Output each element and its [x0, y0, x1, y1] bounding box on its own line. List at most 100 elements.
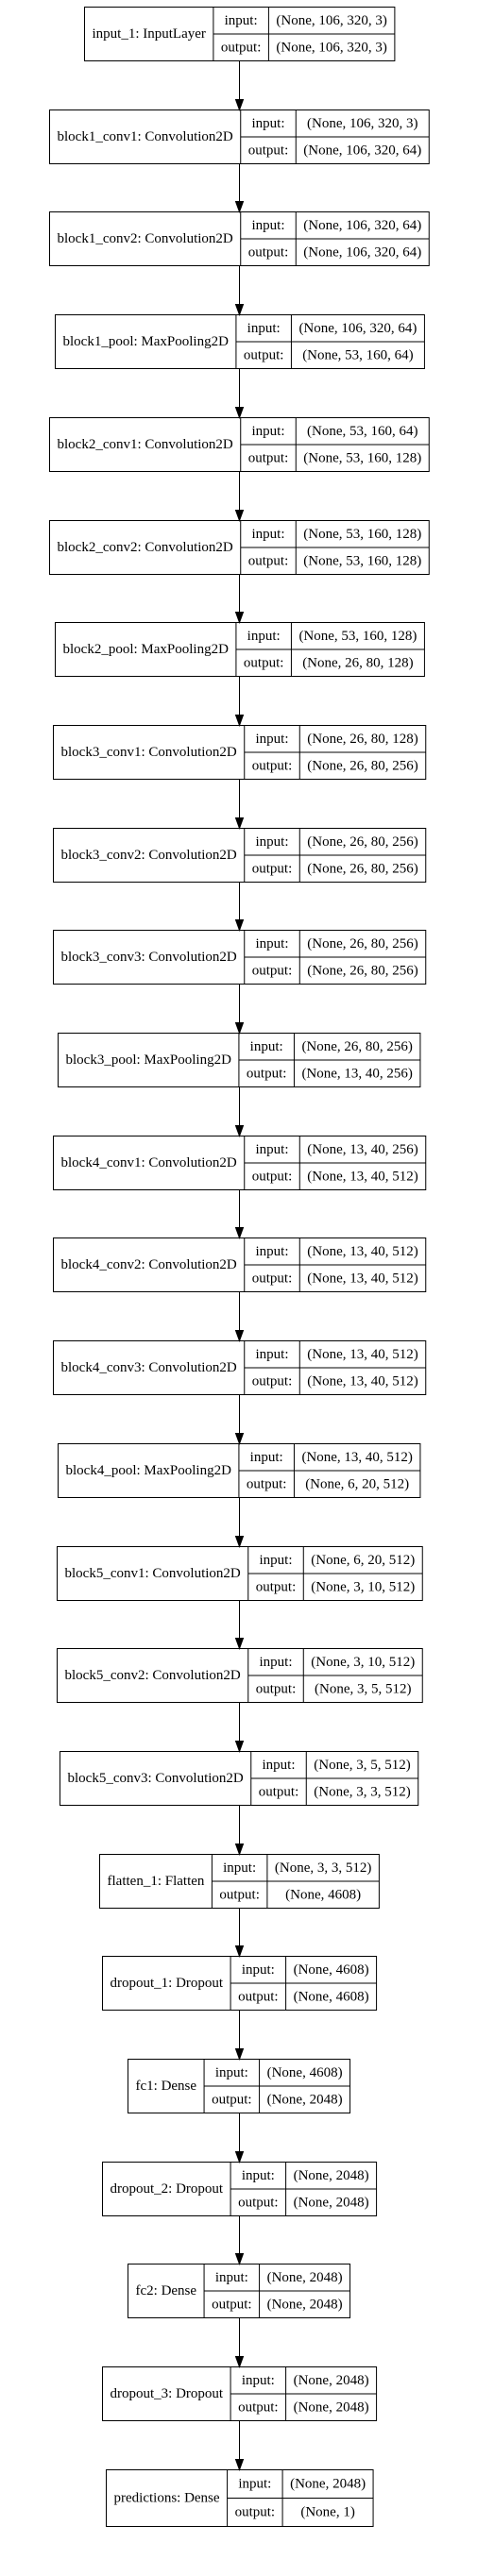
input-shape: (None, 6, 20, 512) [311, 1553, 415, 1568]
output-shape: (None, 2048) [267, 2297, 343, 2312]
arrow-head-icon [234, 201, 245, 213]
output-label: output: [219, 1887, 260, 1902]
input-shape: (None, 106, 320, 64) [303, 218, 421, 233]
output-shape: (None, 2048) [294, 2399, 369, 2415]
arrow-head-icon [234, 1844, 245, 1856]
connection-arrow [234, 1702, 245, 1753]
arrow-head-icon [234, 2151, 245, 2164]
arrow-head-icon [234, 407, 245, 419]
layer-name: predictions: Dense [114, 2491, 220, 2506]
input-label: input: [252, 527, 285, 542]
output-label: output: [256, 1579, 297, 1594]
connection-arrow [234, 265, 245, 316]
layer-node: block2_conv1: Convolution2Dinput:output:… [49, 417, 430, 472]
input-label: input: [256, 1142, 289, 1157]
input-label: input: [242, 2373, 275, 2388]
connection-arrow [234, 1497, 245, 1548]
input-label: input: [263, 1758, 296, 1773]
input-shape: (None, 53, 160, 128) [298, 629, 417, 644]
arrow-head-icon [234, 1638, 245, 1650]
input-shape: (None, 4608) [267, 2065, 343, 2080]
connection-arrow [234, 368, 245, 419]
input-label: input: [215, 2065, 248, 2080]
input-shape: (None, 13, 40, 512) [307, 1347, 417, 1362]
output-label: output: [252, 1169, 293, 1184]
input-label: input: [260, 1655, 293, 1670]
layer-name: block2_conv1: Convolution2D [58, 437, 233, 452]
input-shape: (None, 106, 320, 3) [307, 116, 417, 131]
input-shape: (None, 3, 10, 512) [311, 1655, 415, 1670]
input-label: input: [256, 1347, 289, 1362]
layer-node: block2_pool: MaxPooling2Dinput:output:(N… [55, 622, 425, 677]
output-label: output: [247, 1066, 287, 1081]
output-shape: (None, 53, 160, 128) [303, 553, 421, 568]
output-label: output: [244, 655, 284, 670]
layer-node: block5_conv2: Convolution2Dinput:output:… [57, 1648, 423, 1703]
input-label: input: [256, 732, 289, 747]
layer-node: block1_conv1: Convolution2Dinput:output:… [49, 109, 430, 164]
layer-node: block3_conv3: Convolution2Dinput:output:… [53, 930, 427, 985]
connection-arrow [234, 1189, 245, 1239]
arrow-head-icon [234, 510, 245, 522]
layer-name: block1_conv1: Convolution2D [58, 129, 233, 144]
input-label: input: [256, 834, 289, 850]
layer-name: block4_conv3: Convolution2D [61, 1360, 237, 1375]
connection-arrow [234, 2420, 245, 2471]
connection-arrow [234, 1908, 245, 1958]
connection-arrow [234, 2215, 245, 2265]
output-label: output: [259, 1784, 299, 1799]
arrow-head-icon [234, 2048, 245, 2061]
connection-arrow [234, 60, 245, 111]
input-shape: (None, 4608) [294, 1962, 369, 1978]
layer-name: block4_pool: MaxPooling2D [66, 1463, 232, 1478]
input-label: input: [250, 1039, 283, 1054]
input-label: input: [238, 2477, 271, 2492]
input-shape: (None, 53, 160, 64) [307, 424, 417, 439]
output-shape: (None, 4608) [285, 1887, 361, 1902]
arrow-head-icon [234, 1536, 245, 1548]
connection-arrow [234, 2317, 245, 2368]
arrow-head-icon [234, 99, 245, 111]
input-label: input: [250, 1450, 283, 1465]
output-label: output: [247, 1476, 287, 1491]
output-shape: (None, 3, 10, 512) [311, 1579, 415, 1594]
layer-name: block4_conv2: Convolution2D [61, 1257, 237, 1272]
layer-node: block4_pool: MaxPooling2Dinput:output:(N… [58, 1443, 421, 1498]
output-label: output: [252, 963, 293, 978]
arrow-head-icon [234, 1433, 245, 1445]
output-shape: (None, 13, 40, 256) [301, 1066, 412, 1081]
connection-arrow [234, 676, 245, 727]
output-label: output: [252, 861, 293, 876]
input-label: input: [252, 116, 285, 131]
arrow-head-icon [234, 1741, 245, 1753]
connection-arrow [234, 2010, 245, 2061]
connection-arrow [234, 471, 245, 522]
output-shape: (None, 106, 320, 64) [303, 244, 421, 260]
output-shape: (None, 106, 320, 64) [303, 143, 421, 158]
layer-node: block3_conv2: Convolution2Dinput:output:… [53, 828, 427, 883]
output-label: output: [252, 758, 293, 773]
output-shape: (None, 26, 80, 256) [307, 758, 417, 773]
layer-name: block2_conv2: Convolution2D [58, 540, 233, 555]
arrow-head-icon [234, 304, 245, 316]
output-shape: (None, 26, 80, 256) [307, 963, 417, 978]
layer-name: block5_conv3: Convolution2D [68, 1771, 244, 1786]
connection-arrow [234, 1600, 245, 1650]
connection-arrow [234, 1394, 245, 1445]
output-shape: (None, 13, 40, 512) [307, 1373, 417, 1389]
input-shape: (None, 3, 3, 512) [275, 1860, 371, 1876]
input-label: input: [215, 2270, 248, 2285]
arrow-head-icon [234, 612, 245, 624]
layer-name: block3_conv3: Convolution2D [61, 950, 237, 965]
input-shape: (None, 2048) [290, 2477, 366, 2492]
output-label: output: [235, 2505, 276, 2520]
output-label: output: [248, 450, 289, 465]
arrow-head-icon [234, 1945, 245, 1958]
output-label: output: [212, 2297, 252, 2312]
layer-name: fc2: Dense [136, 2283, 197, 2298]
layer-name: flatten_1: Flatten [108, 1874, 205, 1889]
input-label: input: [260, 1553, 293, 1568]
